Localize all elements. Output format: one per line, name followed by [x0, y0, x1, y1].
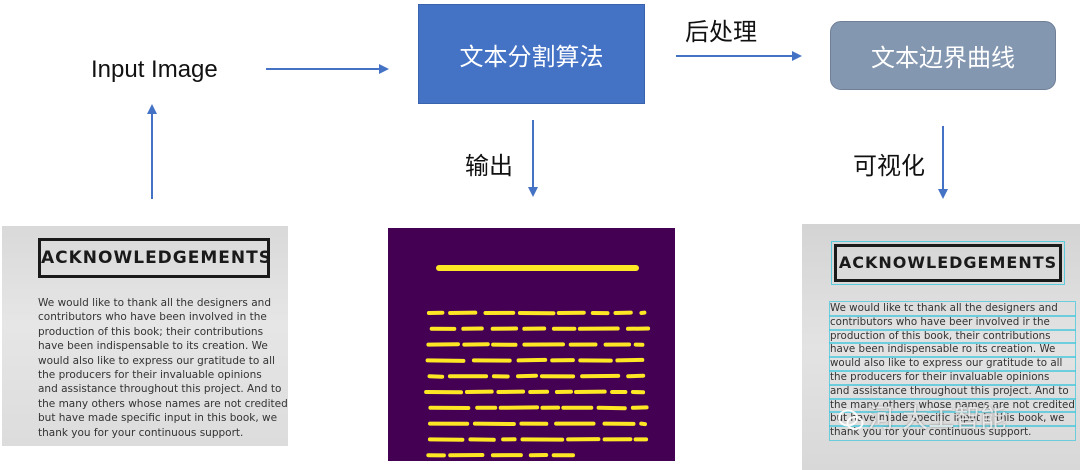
photo-line: the producers for their invaluable opini… — [829, 369, 1076, 386]
mask-word-stroke — [639, 421, 647, 427]
photo-line: the producers for their invaluable opini… — [38, 369, 262, 382]
watermark-text: 河 大工智能 — [868, 404, 1007, 434]
output-label: 输出 — [465, 152, 513, 180]
photo-line: We would like tc thank all the designers… — [829, 301, 1076, 317]
input-image-label: Input Image — [91, 56, 218, 83]
segmentation-mask — [388, 228, 675, 461]
text-boundary-curve-box: 文本边界曲线 — [830, 21, 1056, 90]
photo-line: have been indispensable ro its creation.… — [829, 342, 1076, 359]
photo-line: We would like to thank all the designers… — [38, 297, 271, 309]
photo-line: contributors who have been involved in t… — [38, 311, 267, 324]
photo-line: and assistance throughout this project. … — [38, 383, 282, 396]
mask-word-stroke — [427, 374, 445, 379]
segmentation-algorithm-box: 文本分割算法 — [418, 4, 645, 104]
mask-word-stroke — [425, 358, 466, 363]
photo-line: would also like to express our gratitude… — [829, 356, 1076, 372]
photo-paragraph: We would like to thank all the designers… — [38, 296, 288, 440]
wechat-icon — [838, 409, 864, 430]
photo-line: production of this book; their contribut… — [38, 325, 264, 338]
photo-line: thank you for your continuous support. — [38, 426, 244, 439]
postprocess-label: 后处理 — [685, 18, 757, 46]
mask-word-stroke — [516, 357, 548, 363]
photo-title: ACKNOWLEDGEMENTS — [831, 241, 1065, 285]
boundary-visualization-photo: ACKNOWLEDGEMENTS We would like tc thank … — [802, 224, 1080, 470]
visualize-label: 可视化 — [853, 152, 925, 180]
watermark: 河 大工智能 — [838, 398, 1006, 435]
photo-paragraph: We would like tc thank all the designers… — [829, 301, 1076, 441]
mask-word-stroke — [615, 357, 645, 363]
photo-line: contributors who have beer involved ir t… — [829, 314, 1076, 331]
photo-line: but have made specific input in this boo… — [829, 411, 1076, 428]
photo-title: ACKNOWLEDGEMENTS — [38, 238, 271, 278]
photo-line: thank you for your continuous support. — [829, 425, 1076, 441]
mask-word-stroke — [516, 373, 538, 379]
photo-line: and assistance throughout this project. … — [829, 383, 1076, 400]
photo-line: the many others whose names are not cred… — [829, 397, 1076, 414]
mask-word-stroke — [626, 373, 646, 379]
photo-line: would also like to express our gratitude… — [38, 354, 275, 367]
photo-line: the many others whose names are not cred… — [38, 397, 288, 410]
photo-line: have been indispensable to its creation.… — [38, 340, 268, 353]
photo-line: production of this book, their contribut… — [829, 328, 1076, 345]
input-photo: ACKNOWLEDGEMENTS We would like to thank … — [2, 226, 288, 446]
photo-line: but have made specific input in this boo… — [38, 412, 278, 425]
